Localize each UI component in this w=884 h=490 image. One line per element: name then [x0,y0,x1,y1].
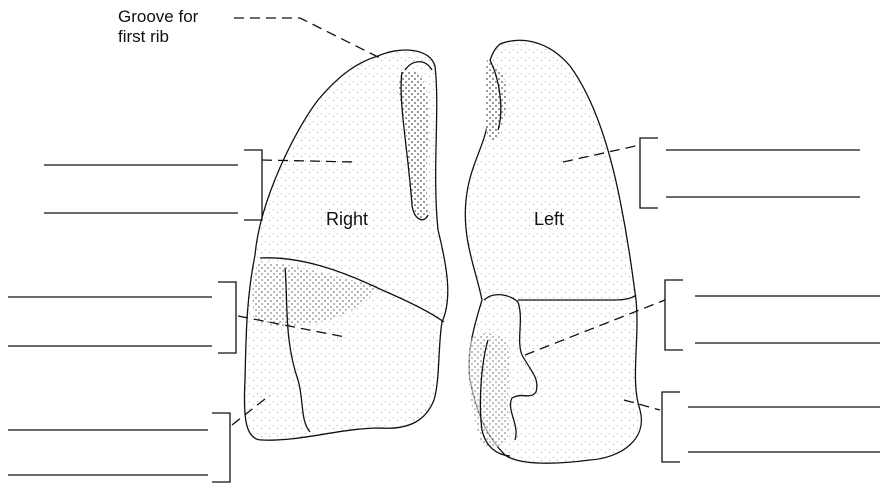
groove-label-line1: Groove for [118,7,198,26]
groove-leader [234,18,380,58]
groove-label-line2: first rib [118,27,169,46]
bracket [640,138,658,208]
left-lung-label: Left [534,210,564,229]
left-answer-blanks [8,150,262,482]
blank-group-left-1 [44,150,262,220]
bracket [244,150,262,220]
bracket [665,280,683,350]
blank-group-right-3 [662,392,880,462]
blank-group-left-3 [8,413,230,482]
right-lung [244,50,447,440]
right-lung-label: Right [326,210,368,229]
bracket [662,392,680,462]
left-lung [465,40,641,463]
bracket [218,282,236,353]
bracket [212,413,230,482]
blank-group-right-2 [665,280,880,350]
left-lower-stipple [468,333,510,447]
blank-group-right-1 [640,138,860,208]
right-answer-blanks [640,138,880,462]
blank-group-left-2 [8,282,236,353]
